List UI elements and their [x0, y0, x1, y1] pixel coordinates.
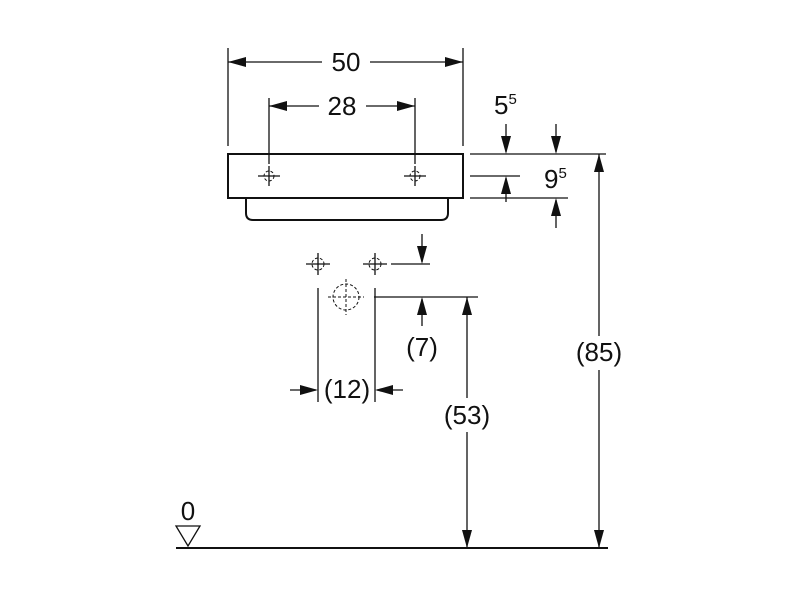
dimension-width-50: 50 — [227, 47, 464, 146]
dimension-label-total-height: (85) — [576, 337, 622, 367]
floor-level-label: 0 — [181, 496, 195, 526]
basin-outline — [227, 153, 464, 221]
dimension-label-top-offset: 55 — [494, 90, 517, 120]
tap-hole-left-icon — [258, 166, 280, 186]
supply-connection-left-icon — [306, 253, 330, 275]
tap-hole-right-icon — [404, 166, 426, 186]
dimension-label-width: 50 — [332, 47, 361, 77]
dimension-label-trap-width: (12) — [324, 374, 370, 404]
floor-level-marker-icon: 0 — [174, 496, 202, 548]
dimension-label-waste-height: (53) — [444, 400, 490, 430]
dimension-label-tap-spacing: 28 — [328, 91, 357, 121]
dimension-total-height-85: (85) — [576, 154, 622, 548]
dimension-waste-height-53: (53) — [444, 297, 490, 548]
dimension-rim-height: 95 — [470, 124, 568, 228]
dimension-waste-drop-7: (7) — [374, 296, 478, 362]
dimension-label-rim-height: 95 — [544, 164, 567, 194]
supply-connection-right-icon — [363, 253, 387, 275]
waste-outlet-icon — [328, 279, 364, 315]
dimension-top-offset: 55 — [470, 90, 606, 202]
dimension-trap-width-12: (12) — [290, 288, 403, 404]
dimension-tap-spacing-28: 28 — [268, 91, 416, 164]
supply-level-marker — [391, 234, 430, 265]
dimension-label-waste-drop: (7) — [406, 332, 438, 362]
